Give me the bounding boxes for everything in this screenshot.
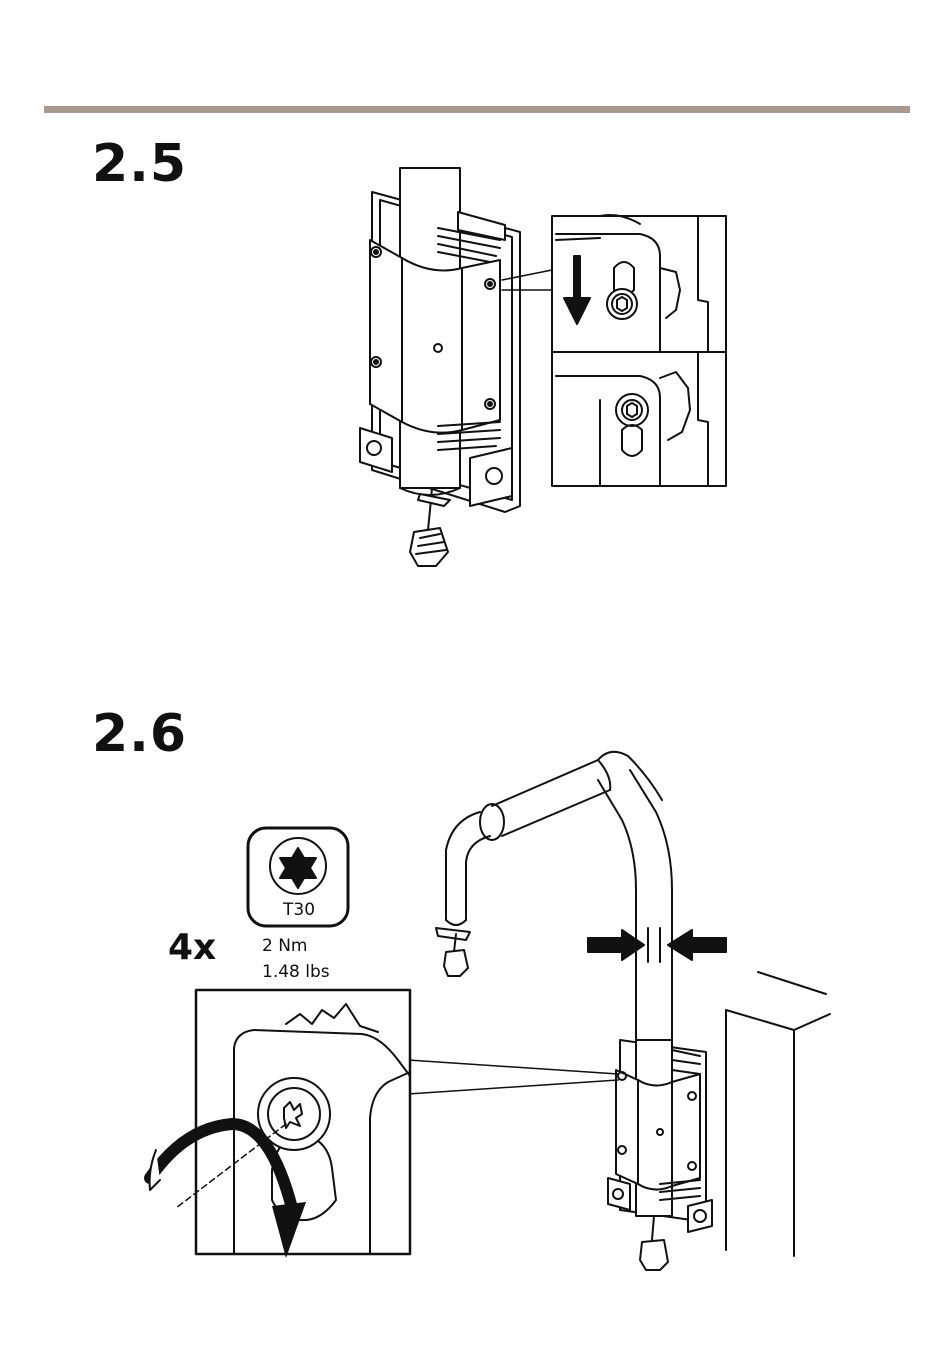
torx-size-label: T30 [283,902,315,919]
inset-detail-before [552,215,726,352]
bracket-assembly-2-5 [360,168,552,566]
torque-nm-label: 2 Nm [262,938,308,955]
inset-detail-after [552,352,726,486]
quantity-label: 4x [168,930,216,966]
torque-lbs-label: 1.48 lbs [262,964,330,981]
inset-detail-tighten [150,990,410,1258]
pole-arm-assembly-2-6 [408,752,830,1270]
